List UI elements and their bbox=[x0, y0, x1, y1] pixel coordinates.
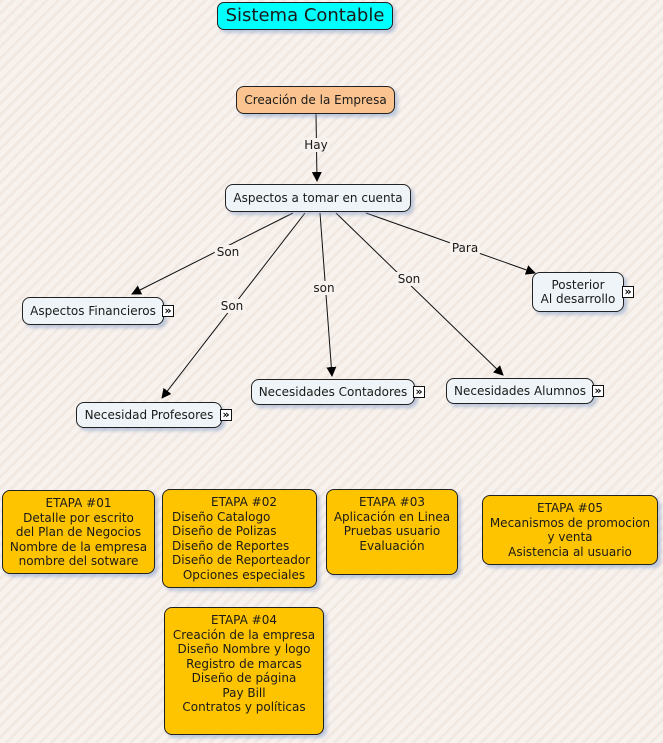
etapa-02-line: Diseño de Reportes bbox=[172, 538, 290, 553]
etapa-04-line: Diseño Nombre y logo bbox=[177, 642, 311, 656]
concept-posterior-line-2: Al desarrollo bbox=[540, 292, 616, 306]
link-label-para: Para bbox=[449, 241, 481, 255]
etapa-03[interactable]: ETAPA #03 Aplicación en Linea Pruebas us… bbox=[326, 489, 458, 575]
etapa-03-line: Aplicación en Linea bbox=[333, 509, 451, 524]
etapa-04-line: Creación de la empresa bbox=[172, 627, 316, 642]
link-hub-financieros bbox=[131, 212, 294, 295]
etapa-01[interactable]: ETAPA #01 Detalle por escrito del Plan d… bbox=[2, 490, 155, 574]
expand-resources-icon[interactable]: » bbox=[622, 286, 634, 298]
etapa-03-line: Pruebas usuario bbox=[343, 524, 441, 538]
concept-necesidades-alumnos[interactable]: Necesidades Alumnos bbox=[446, 378, 594, 404]
etapa-02-line: Diseño Catalogo bbox=[172, 509, 271, 524]
concept-necesidad-profesores[interactable]: Necesidad Profesores bbox=[76, 402, 222, 428]
etapa-02[interactable]: ETAPA #02 Diseño Catalogo Diseño de Poli… bbox=[162, 489, 317, 588]
etapa-05-line: Asistencia al usuario bbox=[508, 544, 632, 559]
link-label-son-profesores: Son bbox=[218, 299, 246, 313]
link-hub-alumnos bbox=[335, 212, 504, 376]
concept-necesidades-alumnos-text: Necesidades Alumnos bbox=[454, 383, 586, 398]
etapa-04-line: Contratos y políticas bbox=[182, 700, 306, 714]
link-label-hay: Hay bbox=[302, 138, 330, 152]
etapa-01-line: Detalle por escrito bbox=[23, 510, 134, 525]
etapa-04-line: Diseño de página bbox=[191, 671, 297, 685]
expand-resources-icon[interactable]: » bbox=[162, 305, 174, 317]
map-title-text: Sistema Contable bbox=[225, 4, 385, 26]
etapa-01-header: ETAPA #01 bbox=[45, 496, 112, 510]
concept-creacion-empresa[interactable]: Creación de la Empresa bbox=[236, 86, 395, 114]
expand-resources-icon[interactable]: » bbox=[592, 385, 604, 397]
link-label-son-contadores: son bbox=[311, 281, 337, 295]
etapa-02-line: Diseño de Polizas bbox=[172, 524, 277, 538]
etapa-02-header: ETAPA #02 bbox=[210, 495, 277, 509]
concept-aspectos-financieros[interactable]: Aspectos Financieros bbox=[22, 297, 164, 325]
link-label-son-financieros: Son bbox=[214, 245, 242, 259]
etapa-01-line: del Plan de Negocios bbox=[15, 525, 142, 539]
etapa-03-header: ETAPA #03 bbox=[358, 495, 425, 509]
concept-necesidad-profesores-text: Necesidad Profesores bbox=[84, 407, 214, 422]
etapa-04-header: ETAPA #04 bbox=[210, 613, 277, 627]
concept-aspectos-a-tomar-text: Aspectos a tomar en cuenta bbox=[233, 190, 403, 205]
expand-resources-icon[interactable]: » bbox=[413, 386, 425, 398]
etapa-05-header: ETAPA #05 bbox=[536, 501, 603, 515]
concept-aspectos-a-tomar[interactable]: Aspectos a tomar en cuenta bbox=[225, 184, 411, 212]
concept-posterior-desarrollo[interactable]: Posterior Al desarrollo bbox=[532, 272, 624, 312]
etapa-04-line: Registro de marcas bbox=[186, 656, 302, 671]
etapa-01-line: nombre del sotware bbox=[18, 554, 139, 568]
concept-posterior-line-1: Posterior bbox=[551, 277, 605, 292]
etapa-03-line: Evaluación bbox=[359, 538, 425, 553]
etapa-05-line: y venta bbox=[547, 530, 593, 544]
etapa-04[interactable]: ETAPA #04 Creación de la empresa Diseño … bbox=[164, 607, 324, 735]
etapa-01-line: Nombre de la empresa bbox=[9, 539, 148, 554]
map-title[interactable]: Sistema Contable bbox=[217, 2, 393, 30]
etapa-02-line: Diseño de Reporteador bbox=[172, 553, 311, 567]
etapa-04-line: Pay Bill bbox=[222, 685, 266, 700]
concept-aspectos-financieros-text: Aspectos Financieros bbox=[30, 303, 156, 318]
concept-necesidades-contadores-text: Necesidades Contadores bbox=[258, 384, 408, 399]
etapa-02-line: Opciones especiales bbox=[182, 567, 306, 582]
etapa-05[interactable]: ETAPA #05 Mecanismos de promocion y vent… bbox=[482, 495, 658, 565]
link-label-son-alumnos: Son bbox=[395, 272, 423, 286]
concept-necesidades-contadores[interactable]: Necesidades Contadores bbox=[251, 379, 415, 405]
expand-resources-icon[interactable]: » bbox=[220, 409, 232, 421]
concept-creacion-empresa-text: Creación de la Empresa bbox=[244, 92, 387, 107]
etapa-05-line: Mecanismos de promocion bbox=[489, 515, 651, 530]
